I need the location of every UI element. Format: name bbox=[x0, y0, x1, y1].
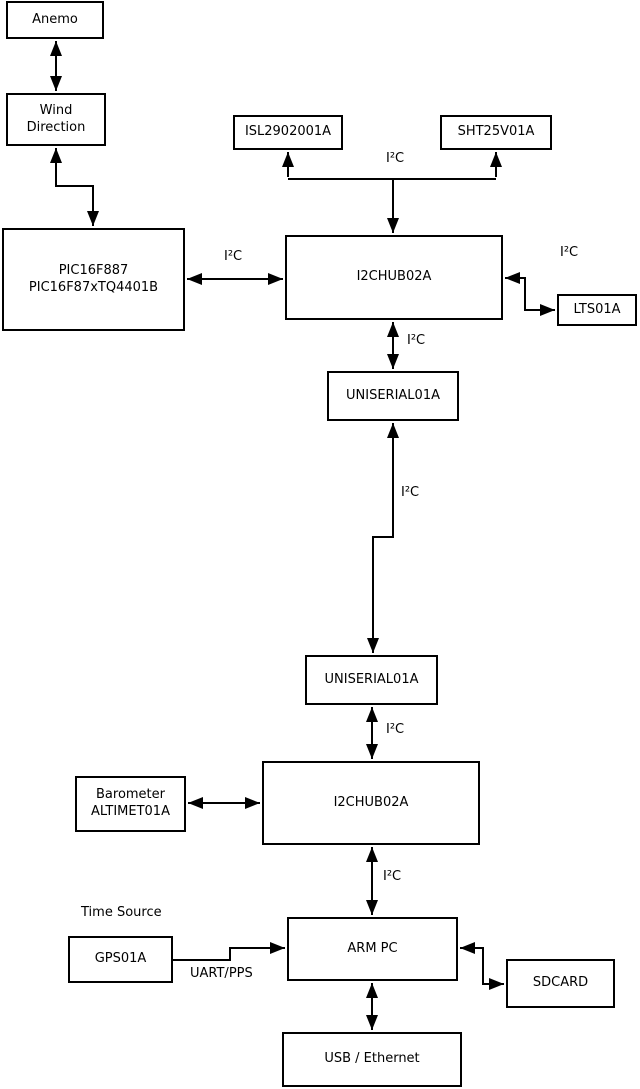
node-sht25v01a: SHT25V01A bbox=[440, 115, 552, 150]
node-i2chub02a-top: I2CHUB02A bbox=[285, 235, 503, 320]
node-sdcard-label: SDCARD bbox=[532, 975, 589, 991]
node-uniserial01a-bottom-label: UNISERIAL01A bbox=[324, 671, 419, 687]
edge-label-i2c-hub2-armpc: I²C bbox=[383, 869, 402, 884]
edge-gps-armpc bbox=[173, 942, 285, 961]
node-anemo-label: Anemo bbox=[32, 11, 78, 27]
node-usb-ethernet: USB / Ethernet bbox=[282, 1032, 462, 1087]
node-barometer-altimet01a: Barometer ALTIMET01A bbox=[75, 776, 186, 832]
edge-label-i2c-hub-uniserial: I²C bbox=[407, 333, 426, 348]
node-wind-direction-label-line1: Wind bbox=[39, 102, 73, 118]
node-lts01a-label: LTS01A bbox=[573, 301, 621, 317]
edge-label-i2c-uniserial-link: I²C bbox=[401, 485, 420, 500]
edge-label-i2c-uniserial-hub2: I²C bbox=[386, 722, 405, 737]
node-gps01a: GPS01A bbox=[68, 936, 173, 983]
node-arm-pc-label: ARM PC bbox=[347, 940, 398, 956]
edge-uniserial-top-uniserial-bottom bbox=[367, 423, 399, 653]
edge-label-i2c-hub-lts: I²C bbox=[560, 245, 579, 260]
node-i2chub02a-bottom-label: I2CHUB02A bbox=[333, 794, 409, 810]
node-lts01a: LTS01A bbox=[557, 294, 637, 326]
node-i2chub02a-top-label: I2CHUB02A bbox=[356, 269, 432, 285]
edge-label-i2c-pic-hub: I²C bbox=[224, 249, 243, 264]
edge-i2chub-top-lts bbox=[505, 272, 555, 316]
edge-armpc-sdcard bbox=[460, 942, 504, 990]
node-isl2902001a: ISL2902001A bbox=[233, 115, 343, 150]
node-i2chub02a-bottom: I2CHUB02A bbox=[262, 761, 480, 845]
node-usb-ethernet-label: USB / Ethernet bbox=[324, 1051, 420, 1067]
node-sht25v01a-label: SHT25V01A bbox=[457, 124, 535, 140]
edge-label-uart-pps: UART/PPS bbox=[190, 966, 253, 981]
node-barometer-label-line1: Barometer bbox=[96, 787, 165, 803]
node-wind-direction: Wind Direction bbox=[6, 93, 106, 146]
node-sdcard: SDCARD bbox=[506, 959, 615, 1008]
node-uniserial01a-top-label: UNISERIAL01A bbox=[346, 387, 440, 403]
label-time-source: Time Source bbox=[81, 905, 162, 920]
node-anemo: Anemo bbox=[6, 1, 104, 39]
edge-winddirection-pic bbox=[50, 148, 99, 226]
node-uniserial01a-bottom: UNISERIAL01A bbox=[305, 655, 438, 705]
node-uniserial01a-top: UNISERIAL01A bbox=[327, 371, 459, 421]
node-pic16f887: PIC16F887 PIC16F87xTQ4401B bbox=[2, 228, 185, 331]
node-wind-direction-label-line2: Direction bbox=[26, 119, 86, 135]
edge-label-i2c-sensor-bus: I²C bbox=[386, 151, 405, 166]
node-isl2902001a-label: ISL2902001A bbox=[244, 124, 332, 140]
node-arm-pc: ARM PC bbox=[287, 917, 458, 981]
node-barometer-label-line2: ALTIMET01A bbox=[91, 804, 170, 819]
node-gps01a-label: GPS01A bbox=[94, 951, 147, 967]
node-pic16f887-label-line1: PIC16F887 bbox=[58, 262, 129, 278]
node-pic16f887-label-line2: PIC16F87xTQ4401B bbox=[28, 279, 159, 295]
